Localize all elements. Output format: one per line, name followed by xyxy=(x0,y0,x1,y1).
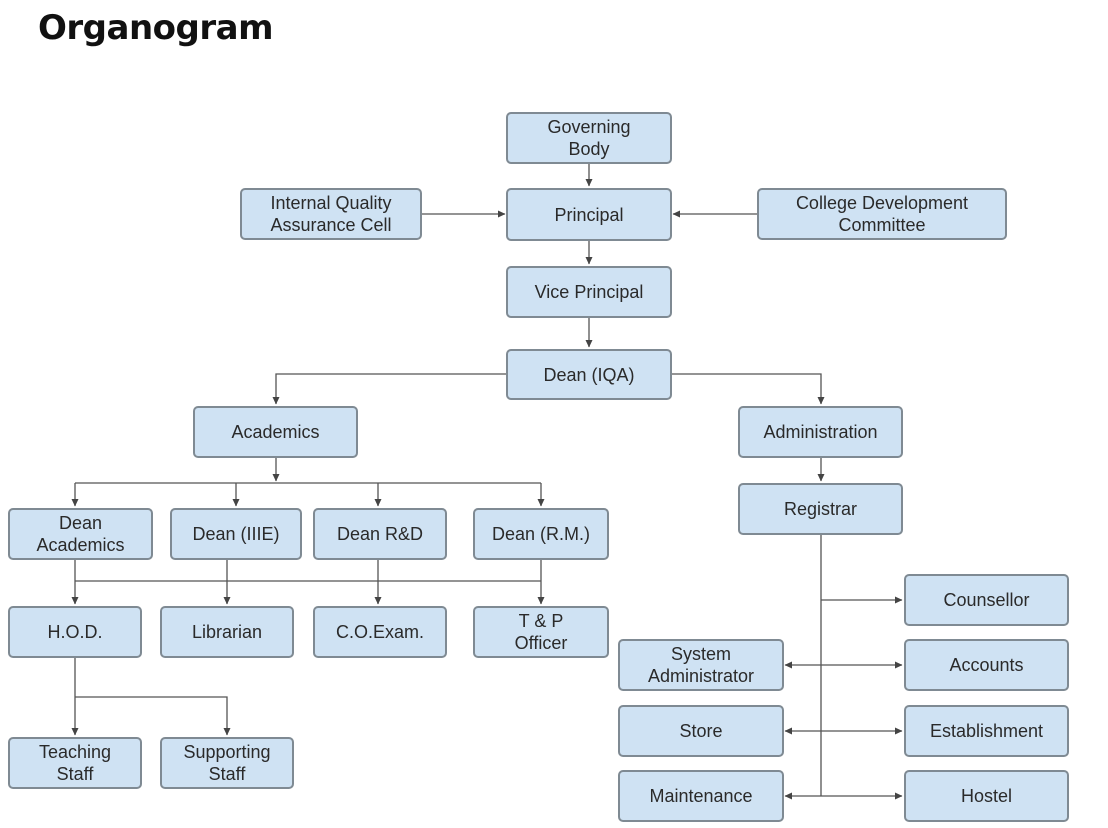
page-title: Organogram xyxy=(38,8,274,48)
node-dean-academics: Dean Academics xyxy=(8,508,153,560)
node-dean-rm: Dean (R.M.) xyxy=(473,508,609,560)
node-tp-officer: T & P Officer xyxy=(473,606,609,658)
node-administration: Administration xyxy=(738,406,903,458)
node-registrar: Registrar xyxy=(738,483,903,535)
node-principal: Principal xyxy=(506,188,672,241)
node-vice-principal: Vice Principal xyxy=(506,266,672,318)
node-store: Store xyxy=(618,705,784,757)
node-hod: H.O.D. xyxy=(8,606,142,658)
node-librarian: Librarian xyxy=(160,606,294,658)
edge-hod-supporting xyxy=(75,696,231,736)
node-establishment: Establishment xyxy=(904,705,1069,757)
node-iqac: Internal Quality Assurance Cell xyxy=(240,188,422,240)
node-system-administrator: System Administrator xyxy=(618,639,784,691)
edge-deaniqa-academics xyxy=(272,373,506,405)
node-supporting-staff: Supporting Staff xyxy=(160,737,294,789)
node-governing-body: Governing Body xyxy=(506,112,672,164)
node-teaching-staff: Teaching Staff xyxy=(8,737,142,789)
node-coexam: C.O.Exam. xyxy=(313,606,447,658)
node-dean-iiie: Dean (IIIE) xyxy=(170,508,302,560)
node-counsellor: Counsellor xyxy=(904,574,1069,626)
node-dean-iqa: Dean (IQA) xyxy=(506,349,672,400)
node-maintenance: Maintenance xyxy=(618,770,784,822)
node-accounts: Accounts xyxy=(904,639,1069,691)
node-dean-rd: Dean R&D xyxy=(313,508,447,560)
edge-deaniqa-administration xyxy=(672,373,825,405)
node-academics: Academics xyxy=(193,406,358,458)
node-cdc: College Development Committee xyxy=(757,188,1007,240)
node-hostel: Hostel xyxy=(904,770,1069,822)
